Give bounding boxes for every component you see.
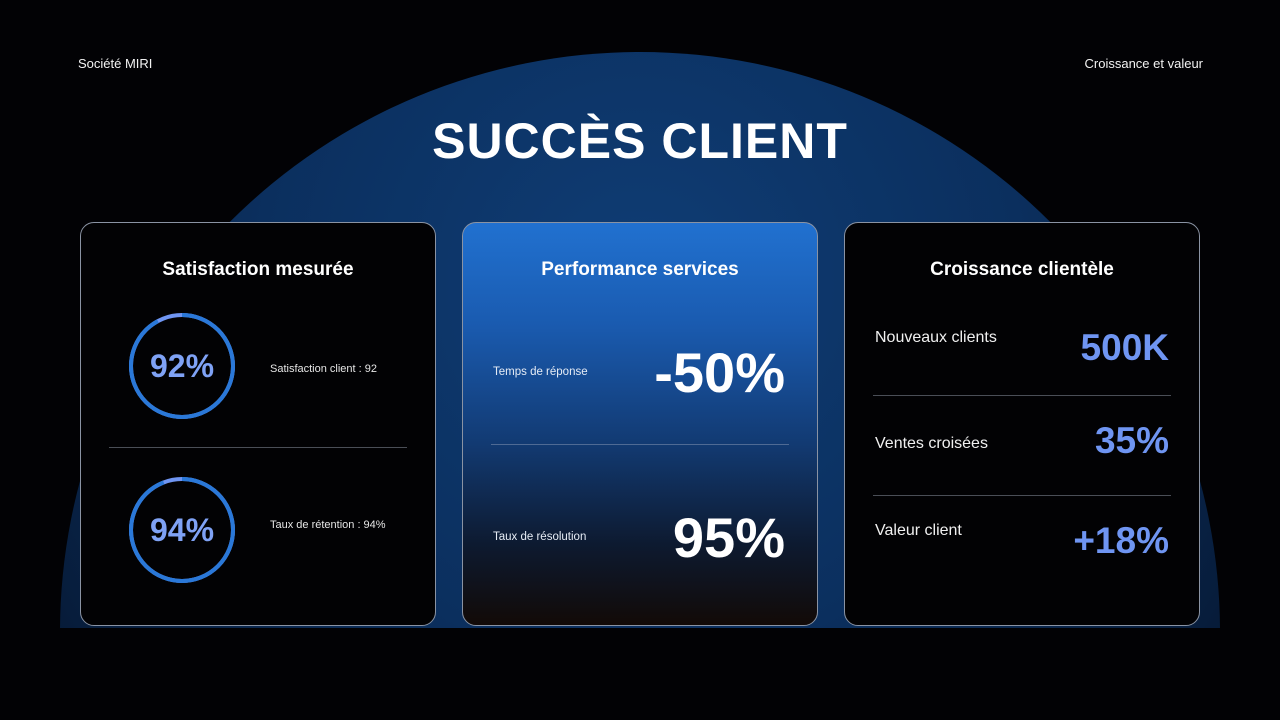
- card-satisfaction: Satisfaction mesurée 92% Satisfaction cl…: [80, 222, 436, 626]
- metric-label: Nouveaux clients: [875, 329, 997, 346]
- divider: [109, 447, 407, 448]
- company-name: Société MIRI: [78, 56, 153, 71]
- metric-label: Temps de réponse: [493, 366, 588, 378]
- card-performance: Performance services Temps de réponse -5…: [462, 222, 818, 626]
- card-title: Performance services: [541, 259, 739, 280]
- divider: [873, 495, 1171, 496]
- ring-metric-satisfaction: 92% Satisfaction client : 92: [81, 312, 435, 422]
- page-title: SUCCÈS CLIENT: [432, 113, 848, 169]
- divider: [491, 444, 789, 445]
- progress-ring-icon: [129, 313, 235, 419]
- progress-ring: 94%: [128, 476, 236, 584]
- metric-value: 500K: [1080, 327, 1169, 368]
- metric-response-time: Temps de réponse -50%: [463, 338, 817, 408]
- ring-metric-retention: 94% Taux de rétention : 94%: [81, 476, 435, 586]
- card-growth: Croissance clientèle Nouveaux clients 50…: [844, 222, 1200, 626]
- metric-value: 35%: [1094, 420, 1169, 461]
- card-title: Satisfaction mesurée: [162, 259, 354, 280]
- progress-ring: 92%: [128, 312, 236, 420]
- card-title: Croissance clientèle: [930, 259, 1114, 280]
- slide-subtitle: Croissance et valeur: [1084, 56, 1204, 71]
- metric-value: -50%: [654, 341, 785, 404]
- divider: [873, 395, 1171, 396]
- metric-label: Taux de résolution: [493, 531, 587, 543]
- ring-label: Satisfaction client : 92: [270, 363, 378, 375]
- ring-label: Taux de rétention : 94%: [270, 519, 386, 531]
- metric-value: +18%: [1073, 520, 1169, 561]
- metric-label: Valeur client: [875, 522, 962, 539]
- ring-value: 94%: [149, 512, 215, 548]
- metric-resolution-rate: Taux de résolution 95%: [463, 503, 817, 573]
- progress-ring-icon: [129, 477, 235, 583]
- metric-label: Ventes croisées: [875, 435, 988, 452]
- ring-value: 92%: [149, 348, 215, 384]
- metric-value: 95%: [672, 506, 785, 569]
